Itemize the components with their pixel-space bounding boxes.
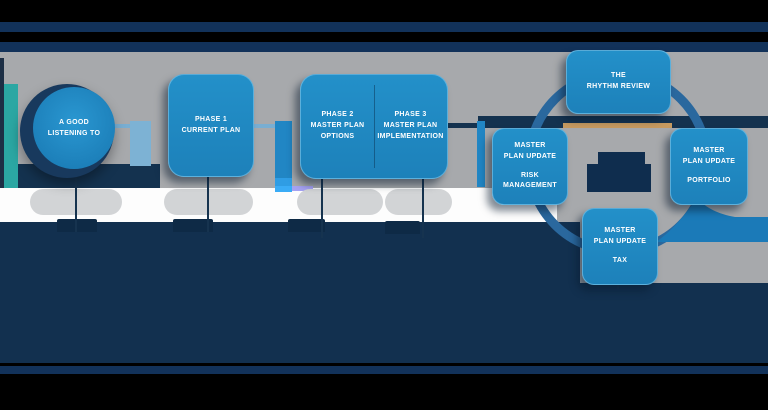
cycle-node-portfolio: MASTER PLAN UPDATE PORTFOLIO [670, 128, 748, 205]
listening-label: A GOOD LISTENING TO [47, 118, 101, 137]
phase1-label: PHASE 1 CURRENT PLAN [181, 115, 241, 134]
teal-accent-bar [4, 84, 18, 191]
timeline-node-phase1: PHASE 1 CURRENT PLAN [168, 74, 254, 177]
center-dark-block-top [598, 152, 645, 165]
connector-line-1 [112, 124, 130, 128]
milestone-bar-2-mid [275, 178, 292, 186]
timeline-node-listening: A GOOD LISTENING TO [33, 87, 115, 169]
portfolio-top-label: MASTER PLAN UPDATE [682, 147, 736, 166]
milestone-bar-2 [275, 121, 292, 178]
cycle-node-tax: MASTER PLAN UPDATE TAX [582, 208, 658, 285]
milestone-bar-1 [130, 121, 151, 166]
drop-line-4 [422, 176, 424, 238]
drop-line-tax [617, 282, 619, 289]
connector-line-2 [252, 124, 275, 128]
pill-shadow-3 [297, 189, 383, 215]
phase3-half: PHASE 3 MASTER PLAN IMPLEMENTATION [374, 75, 447, 178]
rhythm-review-label: THE RHYTHM REVIEW [586, 72, 651, 90]
left-edge-line [0, 58, 4, 190]
drop-line-2 [207, 174, 209, 232]
timeline-node-phase2-3: PHASE 2 MASTER PLAN OPTIONS PHASE 3 MAST… [300, 74, 448, 179]
navy-lower-panel-left [0, 222, 580, 363]
center-dark-block [587, 164, 651, 192]
tan-accent-line [563, 123, 672, 128]
lavender-accent-strip [292, 186, 313, 191]
risk-top-label: MASTER PLAN UPDATE [503, 141, 557, 160]
cycle-node-risk-management: MASTER PLAN UPDATE RISK MANAGEMENT [492, 128, 568, 205]
portfolio-bottom-label: PORTFOLIO [687, 176, 731, 184]
top-accent-bar-1 [0, 22, 768, 32]
phase2-half: PHASE 2 MASTER PLAN OPTIONS [301, 75, 374, 178]
drop-line-1 [75, 172, 77, 232]
phase-divider-line [374, 85, 375, 168]
tax-top-label: MASTER PLAN UPDATE [593, 227, 647, 246]
cycle-node-rhythm-review: THE RHYTHM REVIEW [566, 50, 671, 114]
navy-tab-1 [57, 219, 97, 232]
connector-line-3 [445, 123, 480, 128]
navy-tab-2 [173, 219, 213, 232]
pill-shadow-4 [385, 189, 452, 215]
navy-tab-3 [288, 219, 325, 232]
navy-lower-panel-right [580, 283, 768, 363]
navy-tab-4 [385, 221, 420, 234]
milestone-bar-3 [477, 121, 485, 187]
bottom-accent-bar [0, 366, 768, 374]
milestone-bar-2-tip [275, 186, 292, 192]
phase3-label: PHASE 3 MASTER PLAN IMPLEMENTATION [377, 111, 444, 140]
tax-bottom-label: TAX [612, 256, 628, 264]
drop-line-3 [321, 176, 323, 238]
top-accent-bar-2 [0, 42, 768, 52]
risk-bottom-label: RISK MANAGEMENT [503, 171, 557, 190]
phase2-label: PHASE 2 MASTER PLAN OPTIONS [310, 111, 365, 140]
